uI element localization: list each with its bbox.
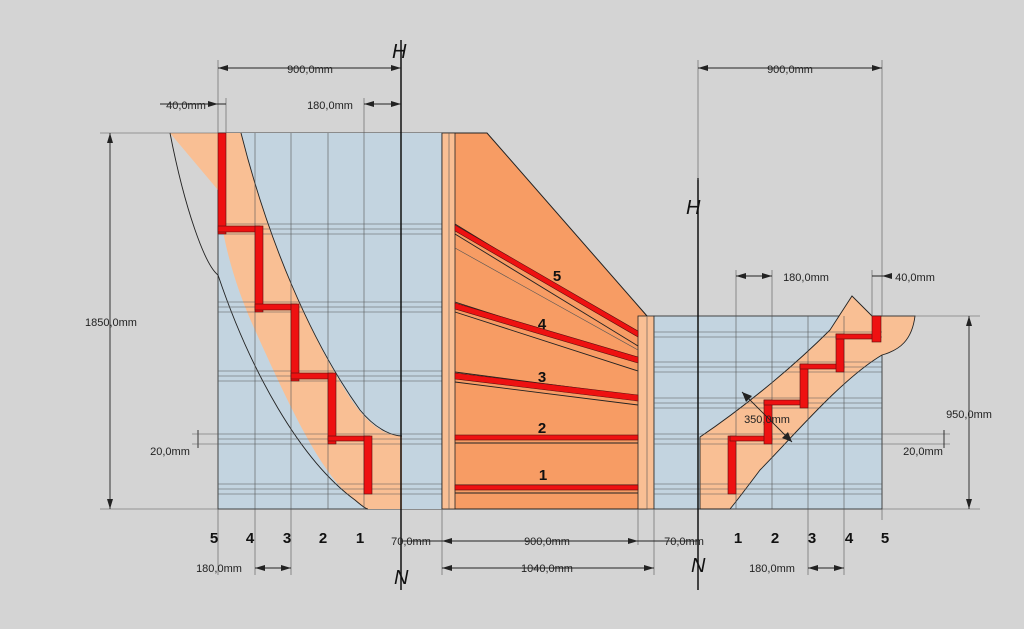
dim-bottom-total: 1040,0mm bbox=[521, 563, 573, 575]
axis-mark-bottom-left: N bbox=[394, 567, 409, 589]
diagonal-dimension: 350,0mm bbox=[744, 414, 790, 426]
center-step-number-3: 3 bbox=[538, 369, 546, 386]
left-step-number-2: 2 bbox=[319, 530, 327, 547]
right-red-steps bbox=[727, 315, 882, 495]
center-step-number-1: 1 bbox=[539, 467, 547, 484]
dim-left-step: 180,0mm bbox=[307, 100, 353, 112]
left-step-number-4: 4 bbox=[246, 530, 255, 547]
right-step-number-5: 5 bbox=[881, 530, 889, 547]
dim-top-left-width: 900,0mm bbox=[287, 64, 333, 76]
left-step-number-1: 1 bbox=[356, 530, 364, 547]
right-step-numbers: 1 2 3 4 5 bbox=[734, 530, 889, 547]
dim-right-offset: 40,0mm bbox=[895, 272, 935, 284]
left-step-number-5: 5 bbox=[210, 530, 218, 547]
dim-bottom-gap-left: 70,0mm bbox=[391, 536, 431, 548]
dim-right-thickness: 20,0mm bbox=[903, 446, 943, 458]
dim-bottom-gap-right: 70,0mm bbox=[664, 536, 704, 548]
right-stair-elevation: 350,0mm bbox=[653, 295, 916, 510]
axis-mark-bottom-right: N bbox=[691, 555, 706, 577]
dim-left-height: 1850,0mm bbox=[85, 317, 137, 329]
center-red-treads bbox=[454, 224, 639, 491]
dimension-lines: 900,0mm 40,0mm 180,0mm 1850,0mm 20,0mm 9… bbox=[85, 60, 992, 575]
dim-bottom-step-right: 180,0mm bbox=[749, 563, 795, 575]
left-red-steps bbox=[217, 132, 373, 495]
axis-mark-top-left: H bbox=[392, 41, 407, 63]
center-right-post bbox=[637, 315, 655, 510]
left-step-number-3: 3 bbox=[283, 530, 291, 547]
right-step-number-1: 1 bbox=[734, 530, 742, 547]
center-step-number-5: 5 bbox=[553, 268, 561, 285]
axis-mark-mid-right: H bbox=[686, 197, 701, 219]
dim-left-offset: 40,0mm bbox=[166, 100, 206, 112]
right-step-number-4: 4 bbox=[845, 530, 854, 547]
left-step-numbers: 5 4 3 2 1 bbox=[210, 530, 364, 547]
center-step-number-4: 4 bbox=[538, 316, 547, 333]
center-left-post bbox=[441, 132, 456, 510]
center-step-number-2: 2 bbox=[538, 420, 546, 437]
center-stair-side: 5 4 3 2 1 bbox=[441, 132, 655, 510]
left-stair-elevation bbox=[169, 132, 443, 510]
right-step-number-3: 3 bbox=[808, 530, 816, 547]
dim-left-thickness: 20,0mm bbox=[150, 446, 190, 458]
dim-right-step: 180,0mm bbox=[783, 272, 829, 284]
section-axis-right: H N bbox=[686, 178, 706, 590]
section-axis-left: H N bbox=[392, 40, 409, 590]
dim-top-right-width: 900,0mm bbox=[767, 64, 813, 76]
dim-bottom-step-left: 180,0mm bbox=[196, 563, 242, 575]
right-step-number-2: 2 bbox=[771, 530, 779, 547]
dim-bottom-center: 900,0mm bbox=[524, 536, 570, 548]
dim-right-height: 950,0mm bbox=[946, 409, 992, 421]
